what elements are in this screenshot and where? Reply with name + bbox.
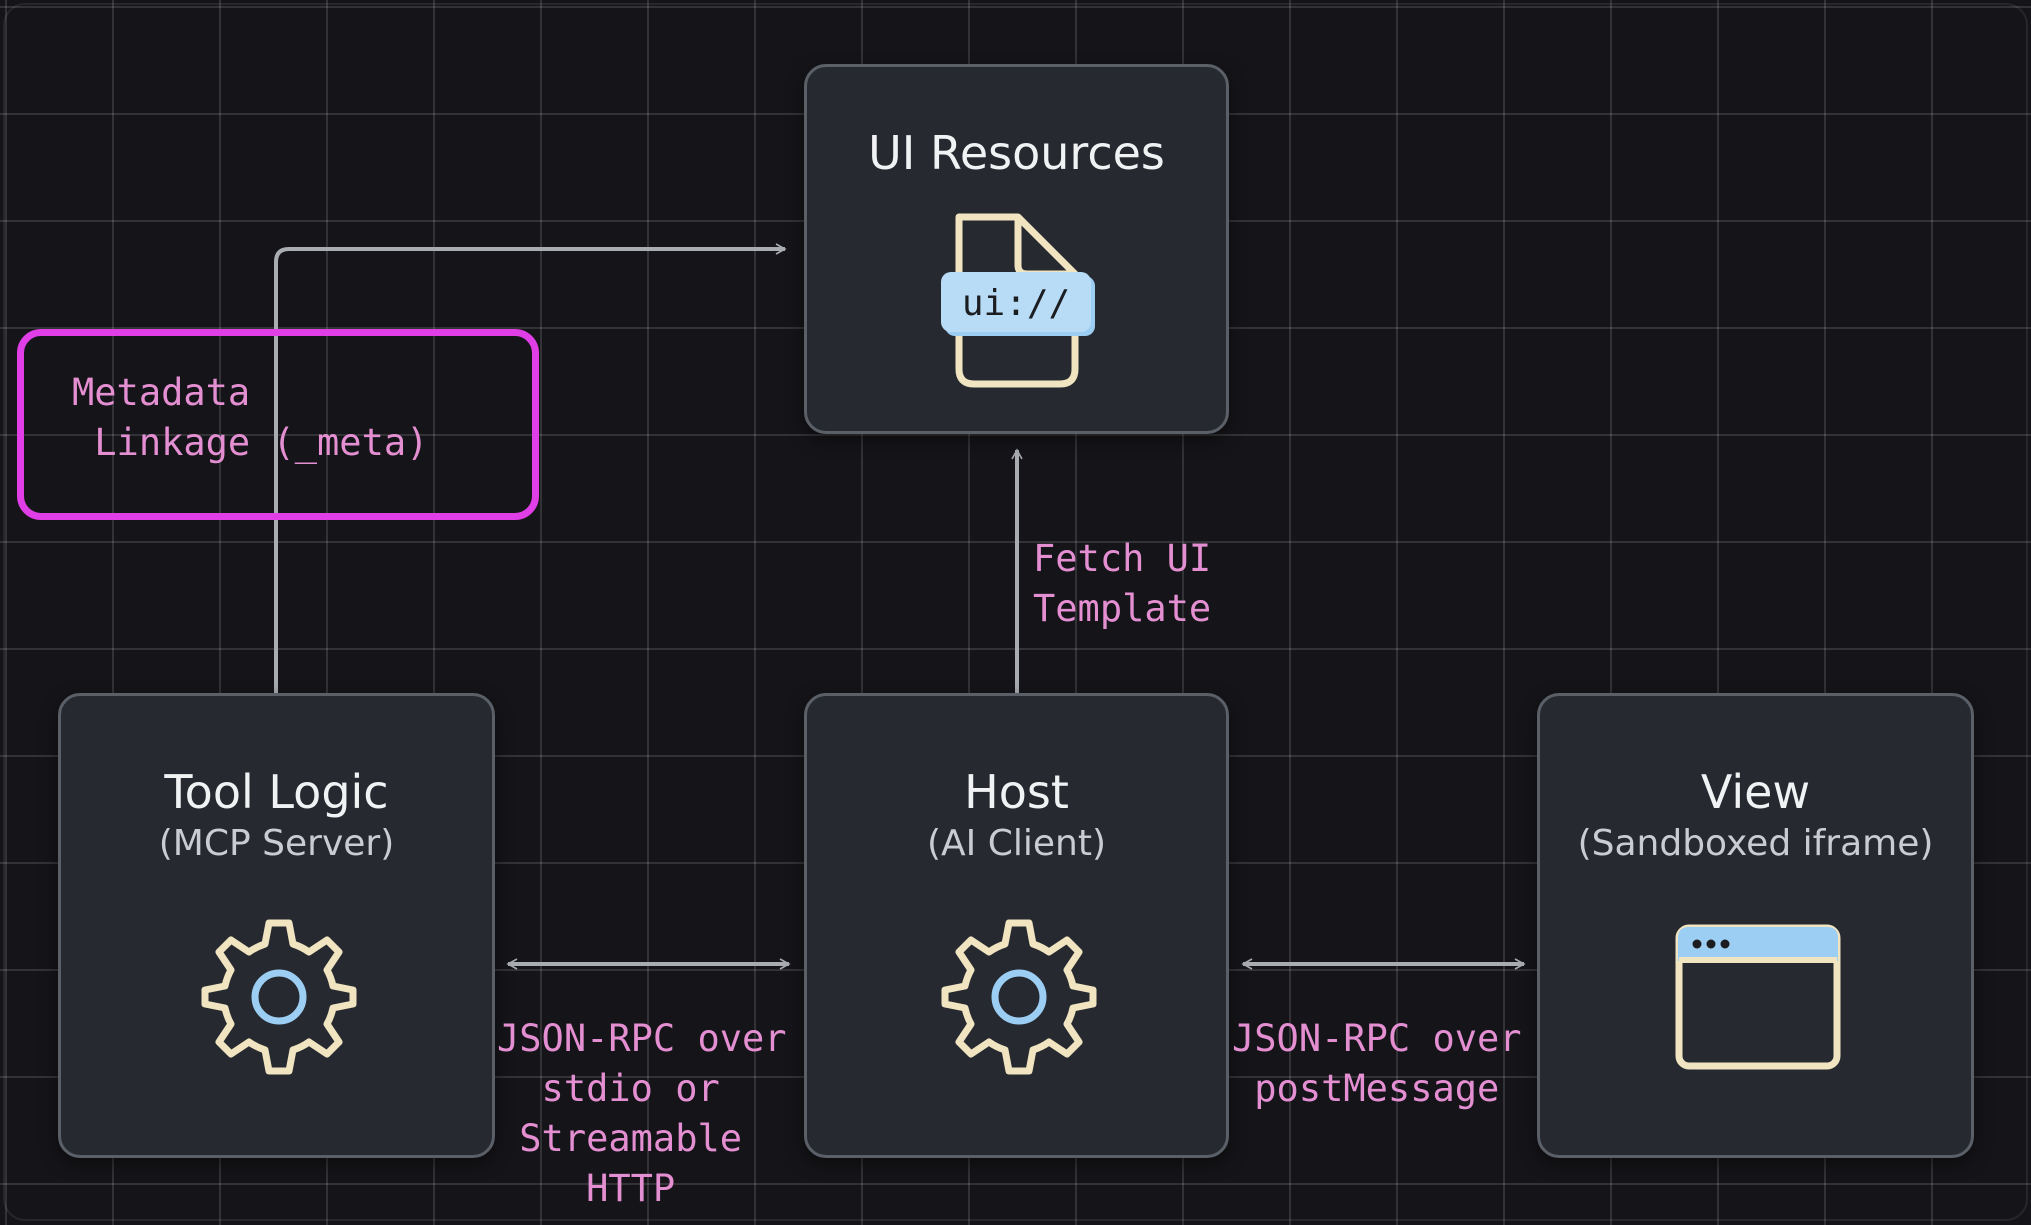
view-node: View (Sandboxed iframe) xyxy=(1537,693,1974,1158)
view-subtitle: (Sandboxed iframe) xyxy=(1577,823,1934,864)
ui-resources-title: UI Resources xyxy=(868,126,1165,180)
fetch-ui-template-label: Fetch UI Template xyxy=(1033,537,1212,630)
document-icon: ui:// xyxy=(941,213,1095,388)
host-subtitle: (AI Client) xyxy=(927,823,1106,864)
tool-logic-node: Tool Logic (MCP Server) xyxy=(58,693,495,1158)
host-node: Host (AI Client) xyxy=(804,693,1229,1158)
tool-logic-subtitle: (MCP Server) xyxy=(158,823,395,864)
tool-host-transport-label: JSON-RPC over stdio or Streamable HTTP xyxy=(497,1017,787,1210)
ui-resources-node: UI Resources ui:// xyxy=(804,64,1229,434)
host-title: Host xyxy=(964,765,1069,819)
host-view-transport-label: JSON-RPC over postMessage xyxy=(1232,1017,1522,1110)
tool-logic-title: Tool Logic xyxy=(164,765,389,819)
gear-icon xyxy=(941,919,1097,1075)
view-title: View xyxy=(1700,765,1811,819)
ui-scheme-badge: ui:// xyxy=(962,283,1070,324)
metadata-linkage-connector xyxy=(274,243,787,693)
browser-window-icon xyxy=(1675,924,1841,1070)
metadata-linkage-highlight xyxy=(17,329,539,520)
gear-icon xyxy=(201,919,357,1075)
metadata-linkage-label: Metadata Linkage (_meta) xyxy=(72,371,429,464)
